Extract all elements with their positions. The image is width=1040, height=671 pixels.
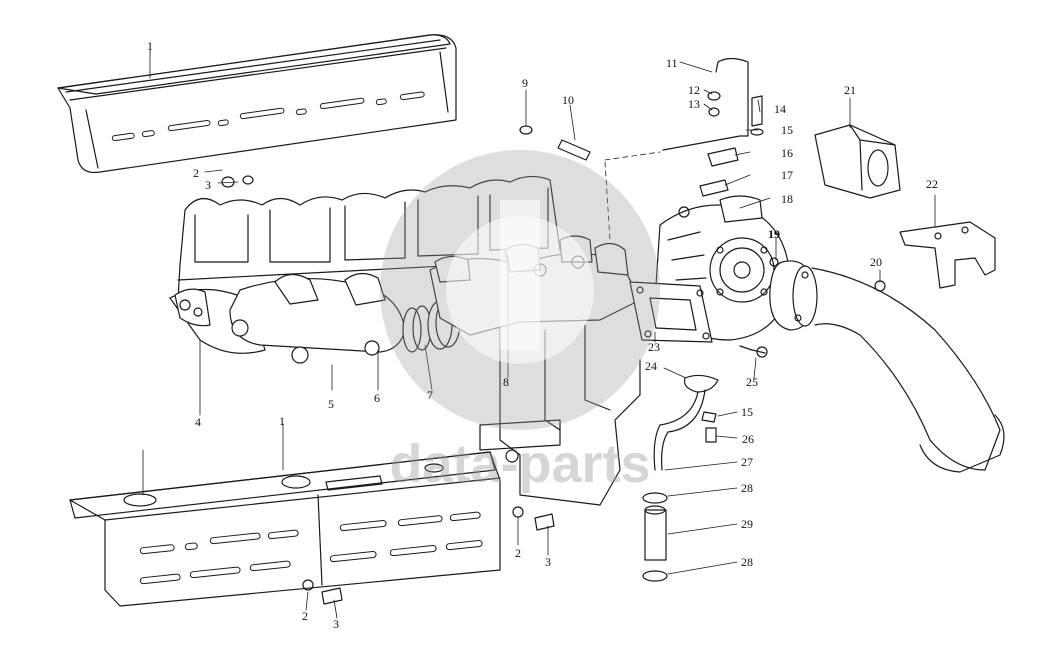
label-3-low: 3 bbox=[333, 617, 339, 631]
label-27: 27 bbox=[741, 455, 753, 469]
top-heat-shield bbox=[57, 34, 457, 174]
label-4: 4 bbox=[195, 415, 201, 429]
label-18: 18 bbox=[781, 192, 793, 206]
label-14: 14 bbox=[774, 102, 786, 116]
bracket bbox=[899, 221, 996, 289]
exhaust-elbow-pipe bbox=[769, 260, 1005, 473]
label-11: 11 bbox=[666, 56, 678, 70]
label-2-mid: 2 bbox=[515, 546, 521, 560]
oil-return-tube bbox=[642, 374, 719, 582]
label-9: 9 bbox=[522, 76, 528, 90]
label-2-low: 2 bbox=[302, 609, 308, 623]
label-22: 22 bbox=[926, 177, 938, 191]
gasket-plate bbox=[629, 281, 713, 343]
label-10: 10 bbox=[562, 93, 574, 107]
label-20: 20 bbox=[870, 255, 882, 269]
label-3-upper: 3 bbox=[205, 178, 211, 192]
label-15-low: 15 bbox=[741, 405, 753, 419]
label-28-low: 28 bbox=[741, 555, 753, 569]
label-6: 6 bbox=[374, 391, 380, 405]
label-28-top: 28 bbox=[741, 481, 753, 495]
watermark-text: data-parts bbox=[389, 434, 650, 494]
label-1-top: 1 bbox=[147, 39, 153, 53]
small-fittings bbox=[221, 57, 886, 358]
label-25: 25 bbox=[746, 375, 758, 389]
label-2-upper: 2 bbox=[193, 166, 199, 180]
bottom-heat-shield bbox=[69, 451, 501, 607]
label-26: 26 bbox=[742, 432, 754, 446]
label-19: 19 bbox=[768, 227, 780, 241]
label-12: 12 bbox=[688, 83, 700, 97]
label-13: 13 bbox=[688, 97, 700, 111]
clamp-block bbox=[814, 124, 901, 199]
label-21: 21 bbox=[844, 83, 856, 97]
label-17: 17 bbox=[781, 168, 793, 182]
watermark: data-parts bbox=[380, 150, 660, 494]
label-16: 16 bbox=[781, 146, 793, 160]
label-15-top: 15 bbox=[781, 123, 793, 137]
engine-block bbox=[177, 175, 641, 506]
label-29: 29 bbox=[741, 517, 753, 531]
label-24: 24 bbox=[645, 359, 657, 373]
label-3-mid: 3 bbox=[545, 555, 551, 569]
label-23: 23 bbox=[648, 340, 660, 354]
label-7: 7 bbox=[427, 388, 433, 402]
bottom-fasteners bbox=[302, 506, 555, 605]
label-8: 8 bbox=[503, 375, 509, 389]
label-5: 5 bbox=[328, 397, 334, 411]
label-1-bottom: 1 bbox=[279, 414, 285, 428]
